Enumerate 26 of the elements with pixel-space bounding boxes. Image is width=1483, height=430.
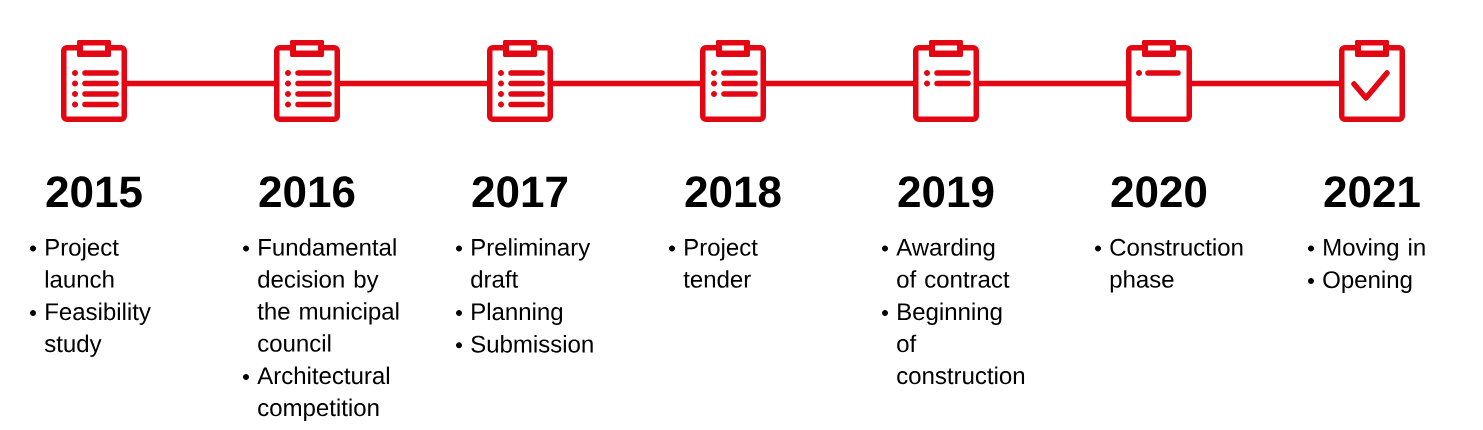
list-item: Awarding of contract xyxy=(896,238,1010,288)
clipboard-icon xyxy=(274,40,340,122)
clipboard-icon xyxy=(487,40,553,122)
list-item: Beginning of construction xyxy=(897,302,1025,385)
clipboard-icon xyxy=(913,40,979,122)
list-item: Planning xyxy=(472,302,563,325)
clipboard-icon xyxy=(700,40,766,122)
list-item: Fundamental decision by the municipal council xyxy=(257,238,399,352)
clipboard-icon xyxy=(61,40,127,122)
list-item: Project launch xyxy=(45,238,119,288)
clipboard-icon xyxy=(1339,40,1405,122)
list-item: Construction phase xyxy=(1110,238,1243,293)
list-item: Moving in xyxy=(1324,238,1425,261)
connector-line xyxy=(127,80,274,87)
list-item: Architectural competition xyxy=(257,366,389,421)
connector-line xyxy=(766,80,913,87)
list-item: Feasibility study xyxy=(44,302,151,357)
clipboard-icon xyxy=(1126,40,1192,122)
connector-line xyxy=(1192,80,1339,87)
list-item: Project tender xyxy=(683,238,758,288)
list-item: Opening xyxy=(1323,270,1412,293)
connector-line xyxy=(340,80,487,87)
connector-line xyxy=(979,80,1126,87)
list-item: Preliminary draft xyxy=(471,238,591,288)
connector-line xyxy=(553,80,700,87)
list-item: Submission xyxy=(471,335,593,353)
